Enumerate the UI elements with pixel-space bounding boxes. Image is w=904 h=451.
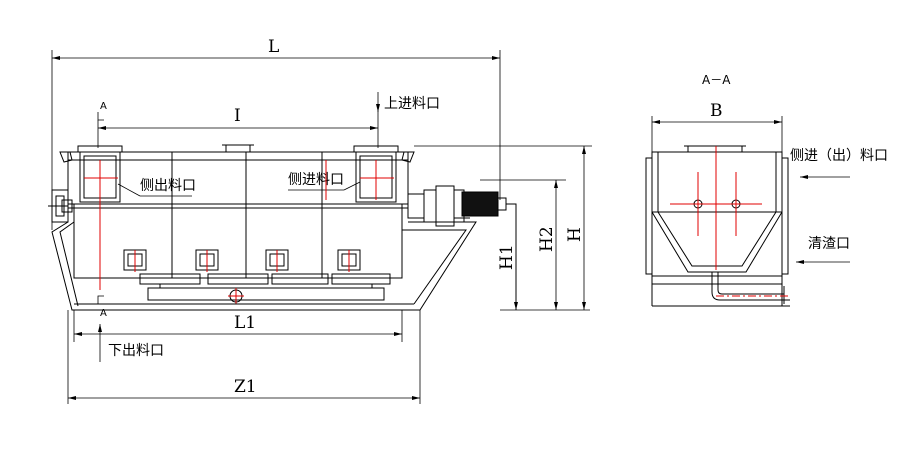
front-view: L I 上进料口 A xyxy=(48,37,592,404)
dimension-H: H xyxy=(414,145,592,310)
section-view: A－A B xyxy=(645,73,888,307)
dimension-Z1: Z1 xyxy=(67,310,421,404)
label-side-inlet: 侧进料口 xyxy=(288,172,344,188)
dim-label-H2: H2 xyxy=(537,226,557,252)
label-side-outlet: 侧出料口 xyxy=(140,178,196,194)
dim-label-I: I xyxy=(234,106,241,126)
dimension-L1: L1 xyxy=(73,310,403,342)
mixer-body xyxy=(59,144,415,279)
dim-label-H: H xyxy=(565,227,585,242)
section-marker-top: A xyxy=(100,101,107,112)
support-frame xyxy=(51,221,477,311)
side-inlet-box xyxy=(353,145,399,203)
label-side-in-out: 侧进（出）料口 xyxy=(790,148,888,164)
label-cleanout: 清渣口 xyxy=(808,236,850,252)
side-outlet-box xyxy=(77,145,123,290)
dimension-H1: H1 xyxy=(497,204,590,311)
dim-label-Z1: Z1 xyxy=(234,377,257,397)
dimension-L: L xyxy=(51,37,501,230)
dimension-I: I xyxy=(97,106,379,148)
section-marker-bottom: A xyxy=(100,308,107,319)
dim-label-L: L xyxy=(268,37,279,57)
dim-label-L1: L1 xyxy=(234,313,256,333)
dim-label-H1: H1 xyxy=(497,244,517,270)
left-end-bearing xyxy=(48,189,73,223)
bottom-ports xyxy=(123,249,361,272)
dim-label-B: B xyxy=(710,101,723,121)
label-top-inlet: 上进料口 xyxy=(384,96,440,112)
label-bottom-outlet: 下出料口 xyxy=(108,343,164,359)
dimension-B: B xyxy=(651,101,783,152)
discharge-manifold xyxy=(139,273,391,304)
dimension-H2: H2 xyxy=(480,179,566,310)
section-title: A－A xyxy=(702,73,731,87)
